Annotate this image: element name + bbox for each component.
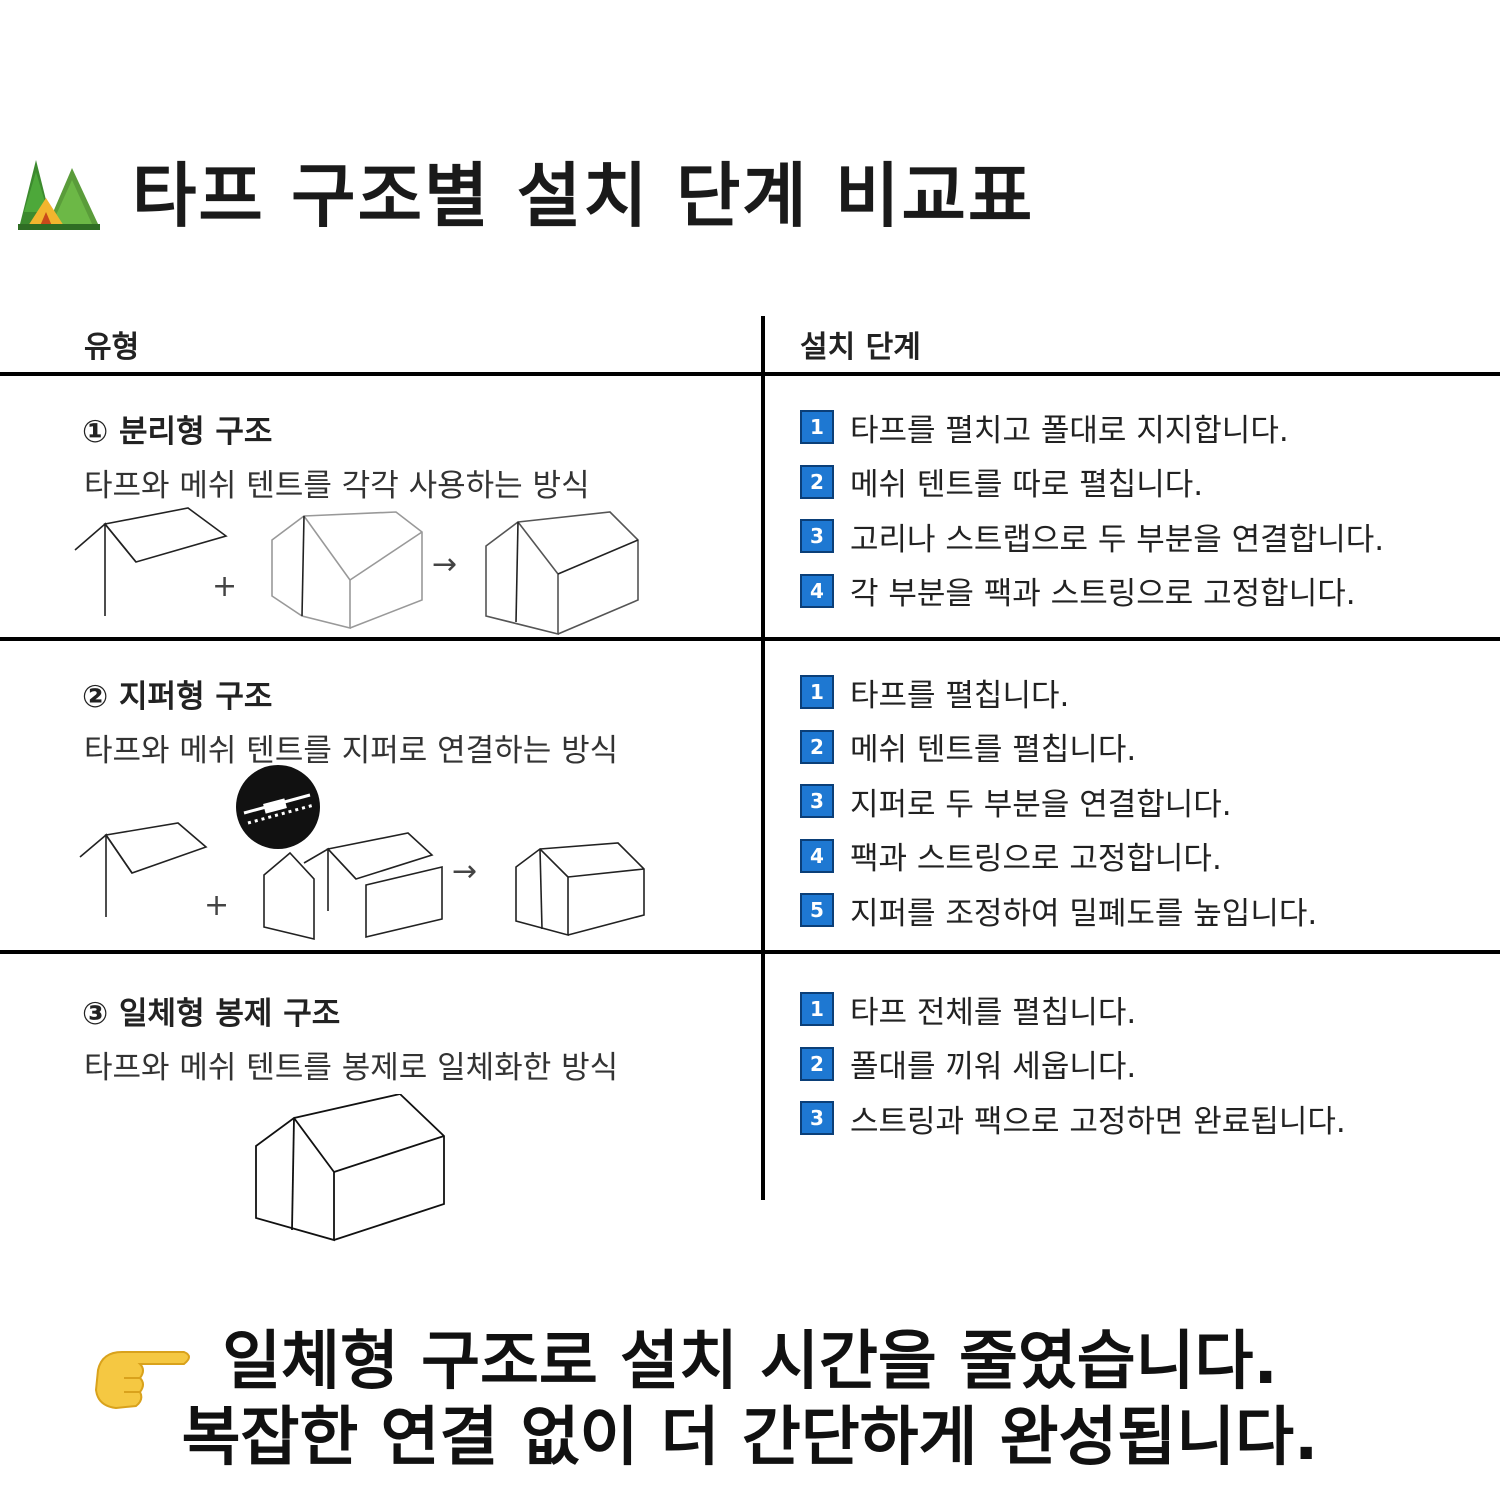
- plus-sign: +: [204, 888, 229, 923]
- step-number-badge: 4: [800, 838, 834, 873]
- list-item: 2 메쉬 텐트를 펼칩니다.: [800, 729, 1317, 768]
- camping-icon: [18, 160, 100, 230]
- step-number-badge: 3: [800, 784, 834, 819]
- row-description: 타프와 메쉬 텐트를 각각 사용하는 방식: [84, 468, 590, 504]
- step-number-badge: 3: [800, 1101, 834, 1136]
- row-divider: [0, 637, 1500, 641]
- step-number-badge: 1: [800, 675, 834, 709]
- step-number-badge: 3: [800, 519, 834, 554]
- arrow-sign: →: [432, 547, 457, 582]
- summary-line-1: 일체형 구조로 설치 시간을 줄였습니다.: [222, 1325, 1278, 1399]
- row-title: ① 분리형 구조: [82, 414, 273, 450]
- page-title: 타프 구조별 설치 단계 비교표: [132, 154, 1035, 237]
- list-item: 3 고리나 스트랩으로 두 부분을 연결합니다.: [800, 519, 1384, 558]
- list-item: 4 팩과 스트링으로 고정합니다.: [800, 838, 1317, 877]
- step-text: 타프를 펼칩니다.: [850, 677, 1070, 714]
- step-number-badge: 1: [800, 992, 834, 1026]
- step-number-badge: 2: [800, 464, 834, 499]
- row-description: 타프와 메쉬 텐트를 지퍼로 연결하는 방식: [84, 733, 619, 769]
- list-item: 2 폴대를 끼워 세웁니다.: [800, 1046, 1346, 1085]
- list-item: 5 지퍼를 조정하여 밀폐도를 높입니다.: [800, 893, 1317, 932]
- list-item: 1 타프를 펼치고 폴대로 지지합니다.: [800, 410, 1384, 449]
- row-divider: [0, 950, 1500, 954]
- step-text: 폴대를 끼워 세웁니다.: [850, 1049, 1137, 1086]
- step-text: 팩과 스트링으로 고정합니다.: [850, 841, 1222, 878]
- step-number-badge: 5: [800, 893, 834, 928]
- list-item: 3 스트링과 팩으로 고정하면 완료됩니다.: [800, 1101, 1346, 1140]
- list-item: 3 지퍼로 두 부분을 연결합니다.: [800, 784, 1317, 823]
- step-text: 타프를 펼치고 폴대로 지지합니다.: [850, 412, 1289, 449]
- footer-callout: 일체형 구조로 설치 시간을 줄였습니다. 복잡한 연결 없이 더 간단하게 완…: [0, 1300, 1500, 1475]
- arrow-sign: →: [452, 854, 477, 889]
- separate-structure-illustration: + →: [74, 507, 639, 636]
- zipper-structure-illustration: + →: [79, 765, 645, 941]
- step-text: 메쉬 텐트를 따로 펼칩니다.: [850, 467, 1204, 504]
- step-text: 메쉬 텐트를 펼칩니다.: [850, 732, 1137, 769]
- step-list: 1 타프를 펼칩니다. 2 메쉬 텐트를 펼칩니다. 3 지퍼로 두 부분을 연결합니…: [800, 675, 1317, 948]
- comparison-table: 유형 설치 단계 ① 분리형 구조 타프와 메쉬 텐트를 각각 사용하는 방식 …: [0, 310, 1500, 1242]
- step-list: 1 타프를 펼치고 폴대로 지지합니다. 2 메쉬 텐트를 따로 펼칩니다. 3 고리…: [800, 410, 1384, 628]
- column-divider: [761, 316, 765, 1200]
- list-item: 1 타프 전체를 펼칩니다.: [800, 992, 1346, 1031]
- row-title: ③ 일체형 봉제 구조: [82, 996, 341, 1032]
- row-description: 타프와 메쉬 텐트를 봉제로 일체화한 방식: [84, 1050, 619, 1086]
- step-number-badge: 1: [800, 410, 834, 444]
- integrated-structure-illustration: [255, 1094, 445, 1242]
- list-item: 1 타프를 펼칩니다.: [800, 675, 1317, 714]
- pointing-hand-icon: [94, 1351, 190, 1410]
- list-item: 2 메쉬 텐트를 따로 펼칩니다.: [800, 464, 1384, 503]
- step-list: 1 타프 전체를 펼칩니다. 2 폴대를 끼워 세웁니다. 3 스트링과 팩으로 고정…: [800, 992, 1346, 1156]
- column-header-type: 유형: [84, 330, 140, 365]
- column-header-steps: 설치 단계: [800, 330, 921, 365]
- step-text: 각 부분을 팩과 스트링으로 고정합니다.: [850, 576, 1356, 613]
- list-item: 4 각 부분을 팩과 스트링으로 고정합니다.: [800, 573, 1384, 612]
- step-number-badge: 2: [800, 1046, 834, 1081]
- plus-sign: +: [212, 569, 237, 604]
- step-text: 지퍼를 조정하여 밀폐도를 높입니다.: [850, 895, 1318, 932]
- header-rule: [0, 372, 1500, 376]
- summary-line-2: 복잡한 연결 없이 더 간단하게 완성됩니다.: [181, 1401, 1319, 1475]
- step-number-badge: 2: [800, 729, 834, 764]
- step-number-badge: 4: [800, 573, 834, 608]
- step-text: 고리나 스트랩으로 두 부분을 연결합니다.: [850, 521, 1385, 558]
- row-title: ② 지퍼형 구조: [82, 679, 273, 715]
- page-header: 타프 구조별 설치 단계 비교표: [18, 140, 1034, 240]
- step-text: 타프 전체를 펼칩니다.: [850, 994, 1137, 1031]
- step-text: 스트링과 팩으로 고정하면 완료됩니다.: [850, 1103, 1346, 1140]
- step-text: 지퍼로 두 부분을 연결합니다.: [850, 786, 1232, 823]
